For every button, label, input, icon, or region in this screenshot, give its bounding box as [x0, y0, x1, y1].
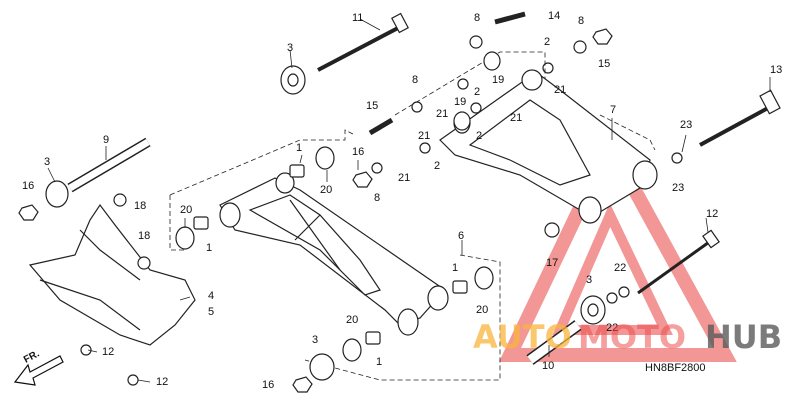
bolt-15 [368, 11, 526, 136]
callout-3: 3 [287, 42, 294, 54]
upper-arm [439, 69, 658, 224]
callout-9: 9 [103, 134, 110, 146]
lower-arm [219, 172, 449, 336]
pipe-10 [526, 320, 582, 365]
callout-3: 3 [44, 156, 51, 168]
callout-20: 20 [320, 184, 333, 196]
callout-21: 21 [418, 130, 431, 142]
callout-1: 1 [452, 262, 459, 274]
watermark-text-moto: MOTO [578, 318, 687, 356]
callout-16: 16 [22, 180, 35, 192]
callout-20: 20 [346, 314, 359, 326]
callout-21: 21 [554, 84, 567, 96]
callout-14: 13 [770, 64, 783, 76]
callout-13: 12 [706, 208, 719, 220]
callout-21: 21 [436, 108, 449, 120]
callout-3: 3 [586, 274, 593, 286]
callout-12: 12 [102, 346, 115, 358]
callout-8: 8 [474, 12, 481, 24]
skid-plate [28, 203, 196, 346]
collar-3 [45, 65, 606, 381]
pivot-bolt-11 [317, 12, 409, 72]
pivot-bolt-13 [637, 229, 720, 295]
callout-19: 19 [492, 74, 505, 86]
callout-2: 2 [476, 130, 483, 142]
callout-10: 10 [542, 360, 555, 372]
washer-parts [80, 35, 683, 386]
callout-20: 20 [180, 204, 193, 216]
callout-15: 15 [366, 100, 379, 112]
callout-18: 18 [134, 200, 147, 212]
watermark-triangle-icon [498, 129, 737, 362]
callout-23: 23 [672, 182, 685, 194]
collar-1 [193, 164, 468, 345]
callout-8: 8 [374, 192, 381, 204]
callout-15: 14 [548, 10, 561, 22]
callout-19: 19 [454, 96, 467, 108]
callout-2: 2 [544, 36, 551, 48]
callout-12: 12 [156, 376, 169, 388]
callout-6: 6 [458, 230, 465, 242]
nut-16 [18, 28, 613, 393]
callout-21: 21 [398, 172, 411, 184]
callout-17: 17 [546, 257, 559, 269]
callout-22: 22 [606, 322, 619, 334]
callout-3: 3 [312, 334, 319, 346]
pivot-bolt-14 [699, 89, 781, 147]
front-direction-arrow-icon [13, 355, 64, 386]
callout-2: 2 [434, 160, 441, 172]
diagram-code: HN8BF2800 [645, 362, 706, 374]
callout-8: 8 [578, 15, 585, 27]
callout-16: 15 [598, 58, 611, 70]
clip-2 [419, 62, 554, 154]
callout-16: 16 [352, 146, 365, 158]
callout-4: 4 [208, 290, 215, 302]
callout-16: 16 [262, 379, 275, 391]
callout-1: 1 [206, 242, 213, 254]
callout-1: 1 [296, 142, 303, 154]
pipe-9 [67, 137, 151, 193]
callout-23: 23 [680, 119, 693, 131]
callout-5: 5 [208, 306, 215, 318]
callout-11: 11 [352, 12, 364, 24]
callout-20: 20 [476, 304, 489, 316]
leader-lines [47, 18, 771, 383]
callout-18: 18 [138, 230, 151, 242]
callout-1: 1 [376, 356, 383, 368]
callout-21: 21 [510, 112, 523, 124]
callout-8: 8 [412, 74, 419, 86]
seal-19 [453, 51, 501, 131]
group-outline [169, 51, 656, 381]
watermark-text-auto: AUTO [473, 318, 572, 356]
callout-2: 2 [474, 86, 481, 98]
callout-22: 22 [614, 262, 627, 274]
watermark-text-hub: HUB [705, 318, 783, 356]
callout-7: 7 [610, 104, 617, 116]
